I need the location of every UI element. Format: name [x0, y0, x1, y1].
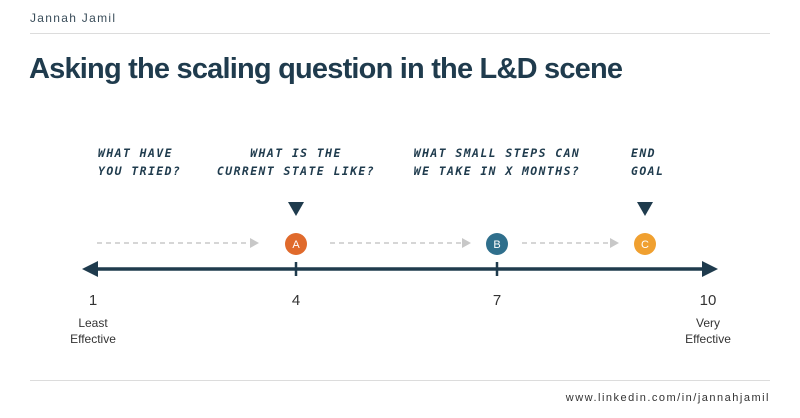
top-divider	[30, 33, 770, 34]
tick-label-1: 1	[89, 292, 97, 309]
tick-label-7: 7	[493, 292, 501, 309]
marker-b	[486, 233, 508, 255]
tick-label-10: 10	[700, 292, 717, 309]
pointer-triangle-goal	[637, 202, 653, 216]
pointer-triangle-current	[288, 202, 304, 216]
tick-label-4: 4	[292, 292, 300, 309]
author-name: Jannah Jamil	[30, 11, 117, 25]
marker-c-label: C	[641, 239, 649, 251]
dashed-arrowhead-1	[250, 238, 259, 248]
bottom-divider	[30, 380, 770, 381]
question-end-goal: END GOAL	[631, 146, 665, 178]
dashed-arrowhead-3	[610, 238, 619, 248]
dashed-arrowhead-2	[462, 238, 471, 248]
question-small-steps: WHAT SMALL STEPS CAN WE TAKE IN X MONTHS…	[413, 146, 581, 178]
question-what-have-you-tried: WHAT HAVE YOU TRIED?	[98, 146, 182, 178]
marker-b-label: B	[493, 239, 500, 251]
axis-arrowhead-right	[702, 261, 718, 277]
marker-a-label: A	[292, 239, 300, 251]
footer-url: www.linkedin.com/in/jannahjamil	[565, 392, 770, 404]
axis-arrowhead-left	[82, 261, 98, 277]
page-title: Asking the scaling question in the L&D s…	[29, 53, 623, 85]
question-current-state: WHAT IS THE CURRENT STATE LIKE?	[216, 146, 376, 178]
marker-a	[285, 233, 307, 255]
marker-c	[634, 233, 656, 255]
